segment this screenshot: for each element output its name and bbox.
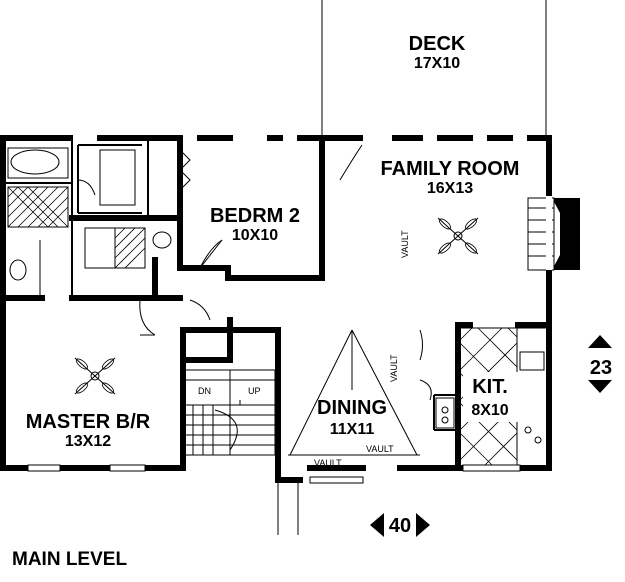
vault-label-dining-right: VAULT [389,354,399,382]
family-room-dims: 16X13 [427,180,473,197]
dining-room: DINING 11X11 VAULT VAULT VAULT [314,329,432,468]
ceiling-fan-icon [437,217,479,255]
entry-walk [277,480,299,535]
ceiling-fan-icon [74,357,116,395]
arrow-down-icon [588,380,612,393]
kitchen-dims: 8X10 [471,402,508,419]
deck-dims: 17X10 [414,55,460,72]
vault-label-dining-bottom-right: VAULT [366,444,394,454]
level-title: MAIN LEVEL [12,549,127,570]
master-bedroom-name: MASTER B/R [26,411,151,433]
stair-up-label: UP [248,386,261,396]
deck: DECK 17X10 [321,0,547,138]
width-dimension: 40 [370,513,430,537]
windows [27,196,552,484]
deck-name: DECK [409,33,466,55]
interior-walls [0,137,552,471]
master-bedroom-dims: 13X12 [65,433,111,450]
stair-down-label: DN [198,386,211,396]
kitchen: KIT. 8X10 [435,327,548,467]
bedroom-2: BEDRM 2 10X10 [179,149,300,269]
vault-label-dining-bottom-left: VAULT [314,458,342,468]
family-room-name: FAMILY ROOM [381,158,520,180]
vault-label-family: VAULT [400,230,410,258]
fireplace [527,197,580,271]
master-bedroom: MASTER B/R 13X12 [26,299,211,450]
depth-dimension-value: 23 [590,357,612,379]
bedroom-2-dims: 10X10 [232,227,278,244]
bedroom-2-name: BEDRM 2 [210,205,300,227]
arrow-up-icon [588,335,612,348]
family-room: FAMILY ROOM 16X13 VAULT [339,144,520,258]
width-dimension-value: 40 [389,515,411,537]
bathroom [7,147,172,295]
dining-room-name: DINING [317,397,387,419]
depth-dimension: 23 [588,335,612,393]
arrow-left-icon [370,513,384,537]
stairs: DN UP [182,369,276,456]
dining-room-dims: 11X11 [330,421,375,438]
kitchen-name: KIT. [472,376,508,398]
arrow-right-icon [416,513,430,537]
